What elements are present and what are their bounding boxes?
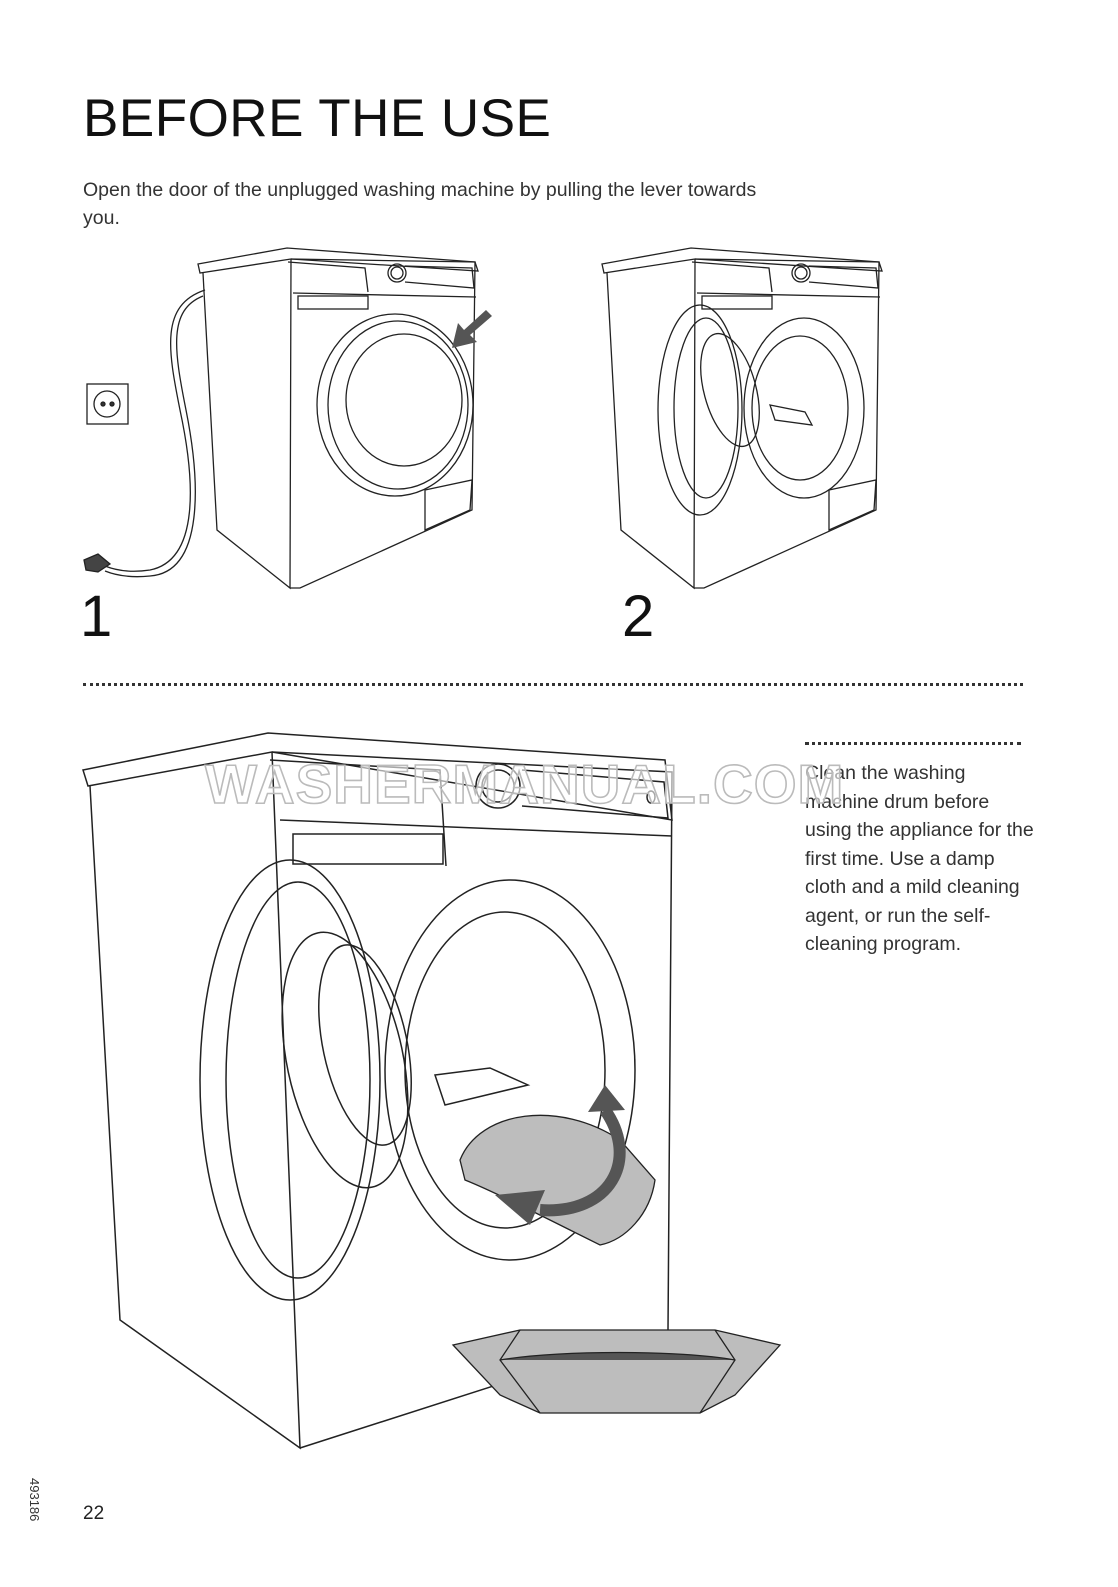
- page-number: 22: [83, 1503, 105, 1524]
- power-cord-illustration: [83, 289, 206, 578]
- power-socket-icon: [86, 383, 129, 425]
- tray-illustration: [451, 1329, 782, 1414]
- page-title: BEFORE THE USE: [83, 89, 552, 148]
- cleaning-instruction-text: Clean the washing machine drum before us…: [805, 762, 1034, 955]
- watermark: WASHERMANUAL.COM: [204, 752, 845, 816]
- rotate-arrow-icon: [539, 1106, 626, 1217]
- side-text-divider: [805, 742, 1021, 745]
- document-code: 493186: [27, 1478, 42, 1522]
- dotted-divider: [83, 683, 1023, 686]
- washing-machine-open-illustration: [601, 247, 883, 590]
- washing-machine-closed-illustration: [197, 247, 479, 590]
- arrow-icon: [452, 310, 492, 348]
- intro-text: Open the door of the unplugged washing m…: [83, 179, 757, 229]
- step-number-2: 2: [622, 584, 655, 649]
- washing-machine-cleaning-illustration: [82, 732, 673, 1450]
- step-number-1: 1: [80, 584, 113, 649]
